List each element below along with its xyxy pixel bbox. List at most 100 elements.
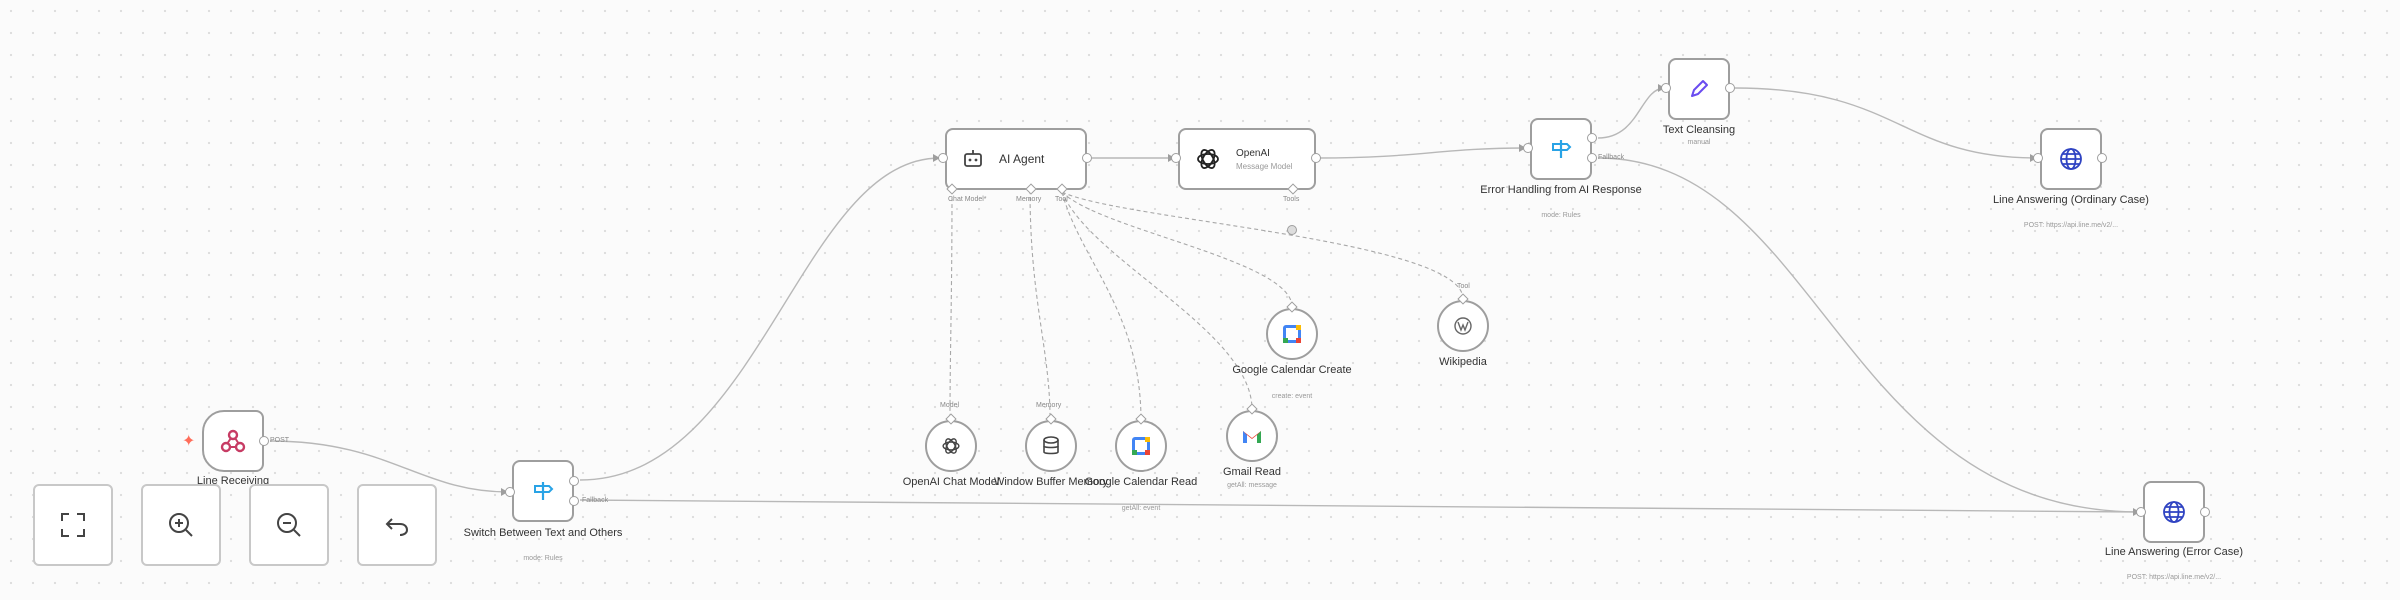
edge-tool-gmail (1061, 191, 1253, 409)
openai-icon (1197, 149, 1219, 169)
node-label: Gmail Read (1222, 466, 1282, 478)
edge-openai-to-error (1317, 147, 1527, 159)
globe-icon (2163, 501, 2185, 523)
node-google-calendar-read[interactable] (1115, 420, 1167, 472)
node-openai-chat-model[interactable] (925, 420, 977, 472)
node-label: Google Calendar Create (1232, 364, 1352, 376)
fit-view-button[interactable] (33, 484, 113, 566)
add-tool-button[interactable] (1287, 225, 1297, 235)
edge-model (949, 189, 953, 419)
signpost-icon (534, 482, 554, 500)
port-label-tool: Tool (1055, 196, 1068, 203)
node-sublabel: POST: https://api.line.me/v2/... (2126, 574, 2222, 581)
output-port[interactable] (2097, 153, 2107, 163)
edge-error-to-cleansing (1597, 87, 1666, 139)
node-text-cleansing[interactable] (1668, 58, 1730, 120)
node-gmail-read[interactable] (1226, 410, 1278, 462)
node-line-receiving[interactable] (202, 410, 264, 472)
input-port[interactable] (1523, 143, 1533, 153)
port-label-chat-model: Chat Model* (948, 196, 987, 203)
undo-button[interactable] (357, 484, 437, 566)
input-port[interactable] (2033, 153, 2043, 163)
input-port[interactable] (938, 153, 948, 163)
google-calendar-icon (1283, 325, 1301, 343)
edge-tool-calcreate (1061, 191, 1293, 307)
signpost-icon (1552, 140, 1572, 158)
output-port-fallback[interactable] (569, 496, 579, 506)
node-label: Line Answering (Ordinary Case) (1993, 194, 2149, 206)
edge-memory (1029, 189, 1051, 419)
fullscreen-icon (61, 513, 85, 537)
database-icon (1043, 436, 1059, 455)
node-title: OpenAI (1236, 147, 1270, 159)
node-label: Error Handling from AI Response (1480, 184, 1642, 196)
node-label: Switch Between Text and Others (463, 527, 623, 539)
edge-switch-to-agent (579, 157, 941, 481)
output-label-fallback: Fallback (1598, 154, 1625, 161)
edge-tool-wiki (1061, 191, 1464, 299)
pencil-icon (1691, 80, 1708, 97)
edge-error-fallback-to-errorcase (1597, 157, 2141, 513)
webhook-icon (220, 429, 246, 453)
output-port[interactable] (2200, 507, 2210, 517)
node-error-handling[interactable] (1530, 118, 1592, 180)
node-window-buffer-memory[interactable] (1025, 420, 1077, 472)
output-label-fallback: Fallback (582, 497, 609, 504)
node-line-answering-ordinary[interactable] (2040, 128, 2102, 190)
google-calendar-icon (1132, 437, 1150, 455)
edge-line-to-switch (269, 440, 509, 493)
zoom-in-button[interactable] (141, 484, 221, 566)
node-openai[interactable]: OpenAI Message Model (1178, 128, 1316, 190)
node-sublabel: create: event (1271, 393, 1313, 400)
openai-icon (942, 438, 960, 454)
input-tag-memory: Memory (1036, 402, 1062, 409)
zoom-out-button[interactable] (249, 484, 329, 566)
port-label-memory: Memory (1016, 196, 1042, 203)
gmail-icon (1243, 431, 1261, 443)
output-port[interactable] (1311, 153, 1321, 163)
output-port[interactable] (1082, 153, 1092, 163)
node-sublabel: mode: Rules (1541, 212, 1581, 219)
node-title: AI Agent (999, 152, 1045, 166)
node-label: Wikipedia (1439, 356, 1487, 368)
node-sublabel: getAll: message (1227, 482, 1277, 489)
output-port-1[interactable] (1587, 133, 1597, 143)
wikipedia-globe-icon (1454, 317, 1472, 335)
node-sublabel: mode: Rules (523, 555, 563, 562)
node-label: OpenAI Chat Model (902, 476, 1000, 488)
input-port[interactable] (1171, 153, 1181, 163)
node-label: Line Answering (Error Case) (2104, 546, 2244, 558)
node-ai-agent[interactable]: AI Agent (945, 128, 1087, 190)
output-port-fallback[interactable] (1587, 153, 1597, 163)
input-port[interactable] (505, 487, 515, 497)
input-tag-model: Model (940, 402, 960, 409)
edge-cleansing-to-ordinary (1734, 87, 2038, 159)
node-label: Window Buffer Memory (993, 476, 1109, 488)
edge-tool-calread (1061, 191, 1142, 419)
trigger-icon: ✦ (182, 433, 196, 450)
output-port-1[interactable] (569, 476, 579, 486)
node-google-calendar-create[interactable] (1266, 308, 1318, 360)
robot-icon (964, 150, 982, 167)
zoom-in-icon (169, 513, 193, 537)
input-port[interactable] (1661, 83, 1671, 93)
node-switch[interactable] (512, 460, 574, 522)
input-tag-tool: Tool (1457, 283, 1470, 290)
node-wikipedia[interactable] (1437, 300, 1489, 352)
node-label: Google Calendar Read (1084, 476, 1198, 488)
undo-icon (385, 518, 409, 536)
edge-switch-fallback-to-errorcase (579, 499, 2141, 513)
output-port[interactable] (1725, 83, 1735, 93)
node-sublabel: Message Model (1236, 161, 1293, 171)
node-line-answering-error[interactable] (2143, 481, 2205, 543)
node-sublabel: POST: https://api.line.me/v2/... (2023, 222, 2119, 229)
node-sublabel: manual (1687, 139, 1711, 146)
globe-icon (2060, 148, 2082, 170)
zoom-out-icon (277, 513, 301, 537)
output-port[interactable] (259, 436, 269, 446)
input-port[interactable] (2136, 507, 2146, 517)
output-label-post: POST (270, 437, 290, 444)
node-sublabel: getAll: event (1121, 505, 1161, 512)
port-label-tools: Tools (1283, 196, 1300, 203)
